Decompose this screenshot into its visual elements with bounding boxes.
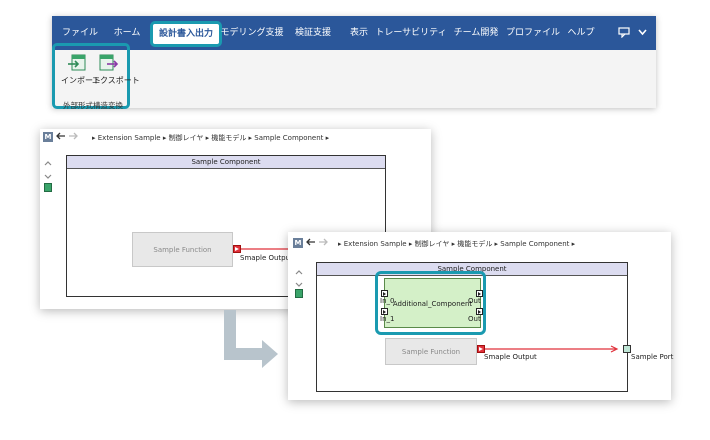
tab-view[interactable]: 表示 <box>349 28 369 38</box>
ribbon: ファイル ホーム 設計書入出力 モデリング支援 検証支援 表示 トレーサビリティ… <box>52 16 656 109</box>
port-label: In_0 <box>380 297 395 305</box>
tab-verification[interactable]: 検証支援 <box>294 28 332 38</box>
editor-window-after: M ▸ Extension Sample ▸ 制御レイヤ ▸ 機能モデル ▸ S… <box>288 232 674 400</box>
tab-profile[interactable]: プロファイル <box>505 28 561 38</box>
model-badge: M <box>293 238 303 248</box>
output-port[interactable] <box>476 308 483 315</box>
port-label: Sample Port <box>631 353 674 361</box>
boundary-port[interactable] <box>623 345 631 353</box>
collapse-icon[interactable] <box>295 273 303 287</box>
tab-home[interactable]: ホーム <box>113 28 141 38</box>
forward-arrow-icon[interactable] <box>68 131 78 143</box>
tab-modeling[interactable]: モデリング支援 <box>220 28 284 38</box>
import-button[interactable]: インポート <box>61 76 101 85</box>
tab-team[interactable]: チーム開発 <box>453 28 499 38</box>
forward-arrow-icon[interactable] <box>318 237 328 249</box>
group-label: 外部形式構造変換 <box>63 101 123 109</box>
transition-arrow-icon <box>224 310 278 368</box>
additional-component[interactable]: Additional_Component <box>384 278 481 328</box>
port-label: Out <box>468 297 481 305</box>
tab-help[interactable]: ヘルプ <box>567 28 595 38</box>
crumb-item[interactable]: Extension Sample <box>97 134 161 142</box>
external-format-group-highlight: インポート エクスポート 外部形式構造変換 <box>52 43 140 109</box>
tab-traceability[interactable]: トレーサビリティ <box>375 28 447 38</box>
output-label: Smaple Output <box>240 254 293 262</box>
output-label: Smaple Output <box>484 353 537 361</box>
function-block[interactable]: Sample Function <box>132 232 233 267</box>
panel-icon[interactable] <box>295 283 303 298</box>
function-block[interactable]: Sample Function <box>385 338 477 365</box>
input-port[interactable] <box>381 308 388 315</box>
crumb-item[interactable]: 機能モデル <box>211 134 247 142</box>
crumb-item[interactable]: Sample Component <box>500 240 570 248</box>
comment-icon[interactable] <box>618 16 630 50</box>
new-component-highlight <box>375 271 486 335</box>
expand-icon[interactable] <box>44 153 52 166</box>
collapse-icon[interactable] <box>44 165 52 179</box>
breadcrumb: ▸ Extension Sample ▸ 制御レイヤ ▸ 機能モデル ▸ Sam… <box>92 134 330 142</box>
crumb-item[interactable]: Sample Component <box>254 134 324 142</box>
port-label: Out <box>468 315 481 323</box>
import-icon[interactable] <box>67 54 87 71</box>
back-arrow-icon[interactable] <box>306 237 316 249</box>
connector-line <box>485 345 619 353</box>
port-label: In_1 <box>380 315 395 323</box>
expand-icon[interactable] <box>295 262 303 275</box>
output-port[interactable] <box>476 290 483 297</box>
breadcrumb: ▸ Extension Sample ▸ 制御レイヤ ▸ 機能モデル ▸ Sam… <box>338 240 576 248</box>
export-icon[interactable] <box>99 54 119 71</box>
tab-design-io[interactable]: 設計書入出力 <box>149 21 223 47</box>
output-port[interactable] <box>233 245 241 253</box>
crumb-item[interactable]: 機能モデル <box>457 240 493 248</box>
panel-icon[interactable] <box>44 177 52 192</box>
back-arrow-icon[interactable] <box>56 131 66 143</box>
tab-file[interactable]: ファイル <box>61 28 99 38</box>
crumb-item[interactable]: 制御レイヤ <box>414 240 450 248</box>
chevron-down-icon[interactable] <box>638 16 647 50</box>
crumb-item[interactable]: Extension Sample <box>343 240 407 248</box>
model-badge: M <box>43 132 53 142</box>
input-port[interactable] <box>381 290 388 297</box>
export-button[interactable]: エクスポート <box>92 76 140 85</box>
crumb-item[interactable]: 制御レイヤ <box>168 134 204 142</box>
output-port[interactable] <box>477 345 485 353</box>
ribbon-tab-bar: ファイル ホーム 設計書入出力 モデリング支援 検証支援 表示 トレーサビリティ… <box>52 16 656 50</box>
frame-title: Sample Component <box>67 156 385 169</box>
